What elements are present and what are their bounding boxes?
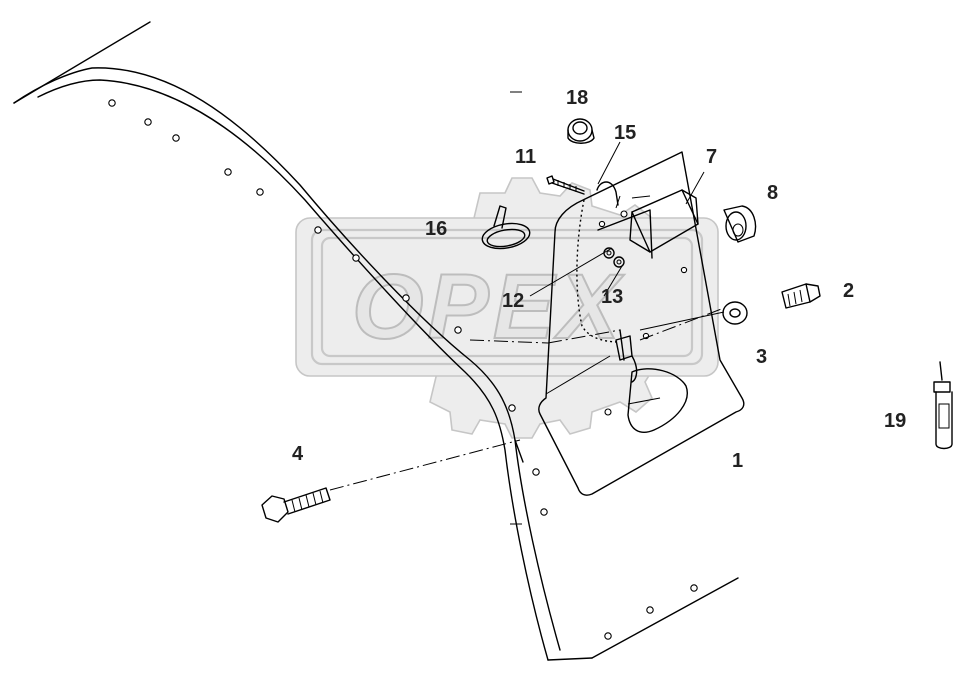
callout-1: 1 [732, 450, 743, 472]
callout-16: 16 [425, 218, 447, 240]
lamp-assembly [597, 189, 699, 259]
mudflap-plate [538, 151, 745, 496]
callout-11: 11 [515, 146, 536, 168]
watermark-logo: OPEX [295, 177, 719, 439]
bolt-2 [781, 283, 821, 309]
callout-8: 8 [767, 182, 778, 204]
watermark-text: OPEX [352, 256, 624, 358]
leader-lines [329, 141, 725, 491]
watermark-plate-inner2 [320, 236, 694, 358]
callout-labels: 1 2 3 4 7 8 11 12 13 15 16 18 19 [292, 87, 906, 472]
callout-13: 13 [601, 286, 623, 308]
callout-3: 3 [756, 346, 767, 368]
watermark-plate-outer [295, 217, 719, 377]
screw-11 [546, 175, 585, 195]
grommet [567, 118, 595, 144]
cable [576, 181, 638, 383]
callout-7: 7 [706, 146, 717, 168]
fender-holes [108, 99, 698, 640]
socket-plug [723, 205, 757, 243]
callout-19: 19 [884, 410, 906, 432]
washer-3 [722, 301, 748, 325]
callout-18: 18 [566, 87, 588, 109]
sealant-tube [933, 361, 953, 450]
callout-2: 2 [843, 280, 854, 302]
cable-tie [481, 205, 531, 250]
callout-12: 12 [502, 290, 524, 312]
fender [13, 21, 739, 661]
callout-15: 15 [614, 122, 636, 144]
callout-4: 4 [292, 443, 304, 465]
bolt-4 [261, 487, 331, 523]
